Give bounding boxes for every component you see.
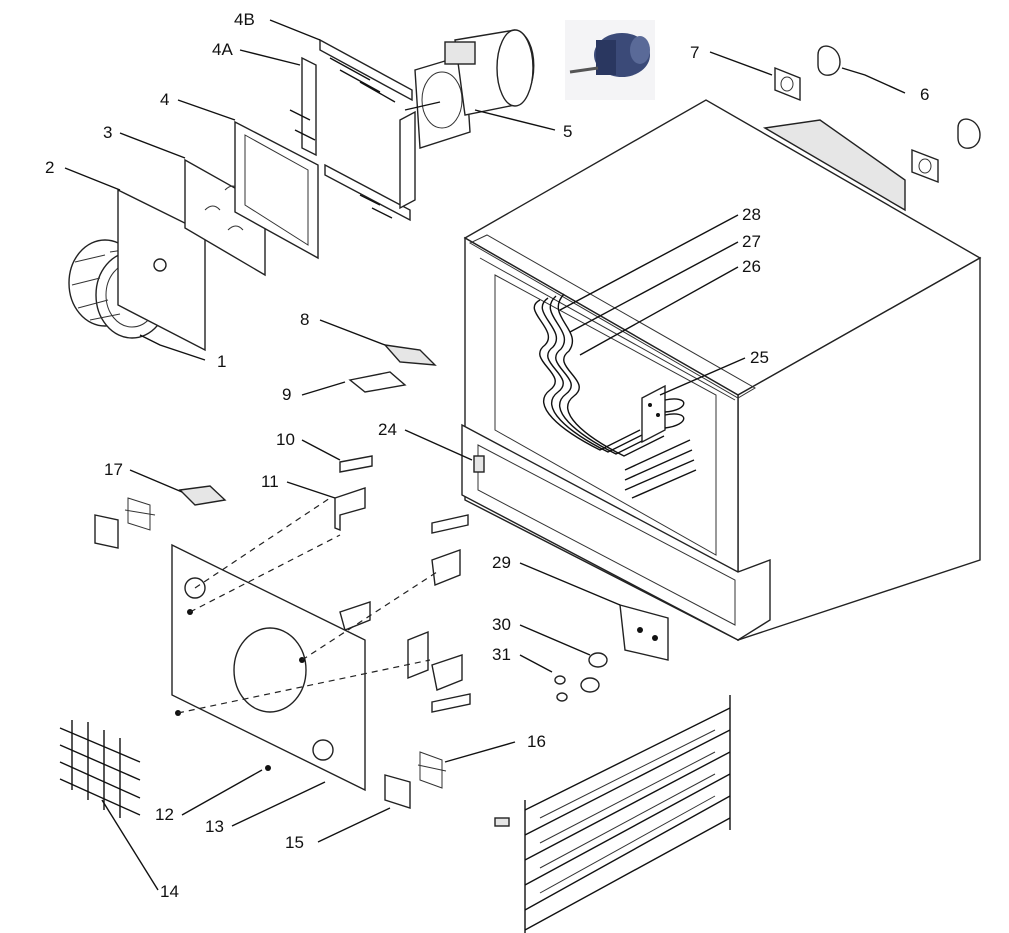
- oven-rack: [524, 695, 731, 933]
- callout-6: 6: [920, 85, 929, 104]
- part-13-front-panel: [171, 543, 366, 792]
- part-15: [384, 774, 411, 809]
- callout-13: 13: [205, 817, 224, 836]
- callout-7: 7: [690, 43, 699, 62]
- callout-8: 8: [300, 310, 309, 329]
- motor-photo: [565, 20, 655, 100]
- part-10-bracket: [339, 455, 373, 473]
- oven-cabinet: [461, 99, 982, 642]
- callout-24: 24: [378, 420, 397, 439]
- callout-9: 9: [282, 385, 291, 404]
- part-16: [417, 751, 447, 789]
- callout-11: 11: [261, 472, 279, 491]
- callout-15: 15: [285, 833, 304, 852]
- part-4-panel: [234, 120, 319, 260]
- callout-14: 14: [160, 882, 179, 901]
- part-29-bracket: [619, 604, 669, 661]
- callout-30: 30: [492, 615, 511, 634]
- part-30: [588, 652, 608, 668]
- part-24-switch: [473, 455, 485, 473]
- callout-28: 28: [742, 205, 761, 224]
- part-17: [178, 485, 227, 506]
- callout-16: 16: [527, 732, 546, 751]
- heating-elements: [533, 293, 697, 499]
- part-14-grille: [59, 720, 141, 818]
- callout-17: 17: [104, 460, 123, 479]
- callout-4b: 4B: [234, 10, 255, 29]
- part-11-bracket: [334, 487, 366, 532]
- callout-2: 2: [45, 158, 54, 177]
- callout-25: 25: [750, 348, 769, 367]
- part-31: [580, 677, 600, 693]
- callout-12: 12: [155, 805, 174, 824]
- part-4b-bracket: [319, 38, 413, 102]
- callout-26: 26: [742, 257, 761, 276]
- part-6-fitting: [817, 45, 841, 76]
- callout-5: 5: [563, 122, 572, 141]
- switch-plate-left: [94, 514, 119, 549]
- callout-27: 27: [742, 232, 761, 251]
- callout-4: 4: [160, 90, 169, 109]
- callout-29: 29: [492, 553, 511, 572]
- callout-3: 3: [103, 123, 112, 142]
- callout-31: 31: [492, 645, 511, 664]
- callout-4a: 4A: [212, 40, 233, 59]
- part-9: [348, 371, 407, 393]
- callout-1: 1: [217, 352, 226, 371]
- callout-10: 10: [276, 430, 295, 449]
- part-5-motor: [399, 29, 535, 210]
- part-8: [383, 344, 437, 366]
- part-7-gasket: [774, 66, 801, 102]
- leader-lines: [64, 19, 906, 891]
- part-4a-bracket: [301, 56, 317, 157]
